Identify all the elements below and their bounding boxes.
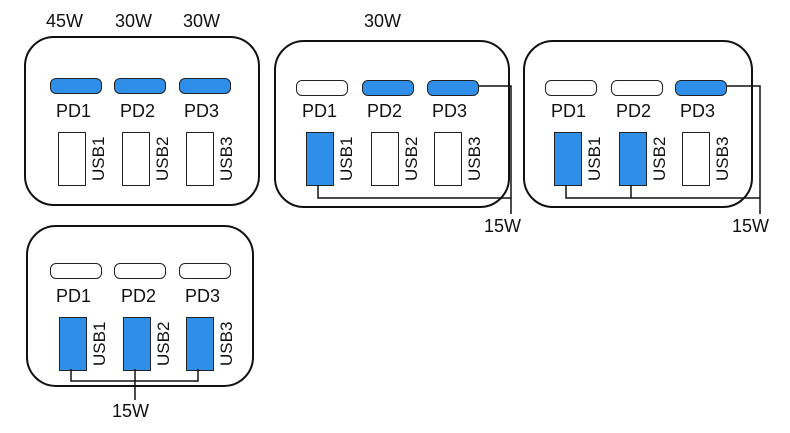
pd2-port [611, 80, 663, 96]
usb1-label: USB1 [337, 136, 356, 181]
usb2-port [371, 132, 399, 186]
pd2-label: PD2 [120, 101, 156, 121]
pd3-port [675, 80, 727, 96]
panel3-shared-power-label: 15W [732, 216, 770, 236]
usb3-label: USB3 [713, 136, 732, 181]
pd3-label: PD3 [184, 101, 220, 121]
usb3-port [434, 132, 462, 186]
pd3-label: PD3 [432, 101, 468, 121]
usb1-label: USB1 [89, 136, 108, 181]
pd1-port [50, 78, 102, 94]
usb2-port [123, 317, 151, 371]
pd2-power-label: 30W [115, 11, 153, 31]
usb1-label: USB1 [90, 321, 109, 366]
pd1-label: PD1 [302, 101, 338, 121]
panel2-top-power-label: 30W [364, 11, 402, 31]
pd3-port [179, 78, 231, 94]
usb1-port [59, 317, 87, 371]
usb3-port [186, 132, 214, 186]
pd3-port [427, 80, 479, 96]
usb1-port [58, 132, 86, 186]
charger-panel-1: PD1 PD2 PD3 USB1 USB2 USB3 [24, 36, 260, 206]
usb3-label: USB3 [217, 136, 236, 181]
usb3-port [186, 317, 214, 371]
usb2-label: USB2 [153, 136, 172, 181]
usb2-label: USB2 [154, 321, 173, 366]
charger-panel-4: PD1 PD2 PD3 USB1 USB2 USB3 [26, 225, 254, 387]
pd2-port [362, 80, 414, 96]
charger-panel-2: PD1 PD2 PD3 USB1 USB2 USB3 [274, 40, 510, 208]
usb2-label: USB2 [650, 136, 669, 181]
pd3-label: PD3 [680, 101, 716, 121]
usb1-port [554, 132, 582, 186]
pd3-power-label: 30W [183, 11, 221, 31]
usb2-label: USB2 [402, 136, 421, 181]
charger-panel-3: PD1 PD2 PD3 USB1 USB2 USB3 [523, 40, 753, 208]
panel2-shared-power-label: 15W [484, 216, 522, 236]
pd1-label: PD1 [56, 101, 92, 121]
pd1-port [50, 263, 102, 279]
pd2-label: PD2 [616, 101, 652, 121]
usb1-port [306, 132, 334, 186]
pd1-power-label: 45W [46, 11, 84, 31]
pd2-label: PD2 [367, 101, 403, 121]
pd3-label: PD3 [185, 286, 221, 306]
pd3-port [179, 263, 231, 279]
pd2-label: PD2 [121, 286, 157, 306]
panel4-shared-power-label: 15W [112, 401, 150, 421]
pd2-port [114, 263, 166, 279]
pd2-port [114, 78, 166, 94]
usb3-label: USB3 [217, 321, 236, 366]
pd1-port [545, 80, 597, 96]
pd1-port [296, 80, 348, 96]
usb3-label: USB3 [465, 136, 484, 181]
usb3-port [682, 132, 710, 186]
usb2-port [122, 132, 150, 186]
pd1-label: PD1 [56, 286, 92, 306]
usb2-port [619, 132, 647, 186]
usb1-label: USB1 [585, 136, 604, 181]
pd1-label: PD1 [551, 101, 587, 121]
